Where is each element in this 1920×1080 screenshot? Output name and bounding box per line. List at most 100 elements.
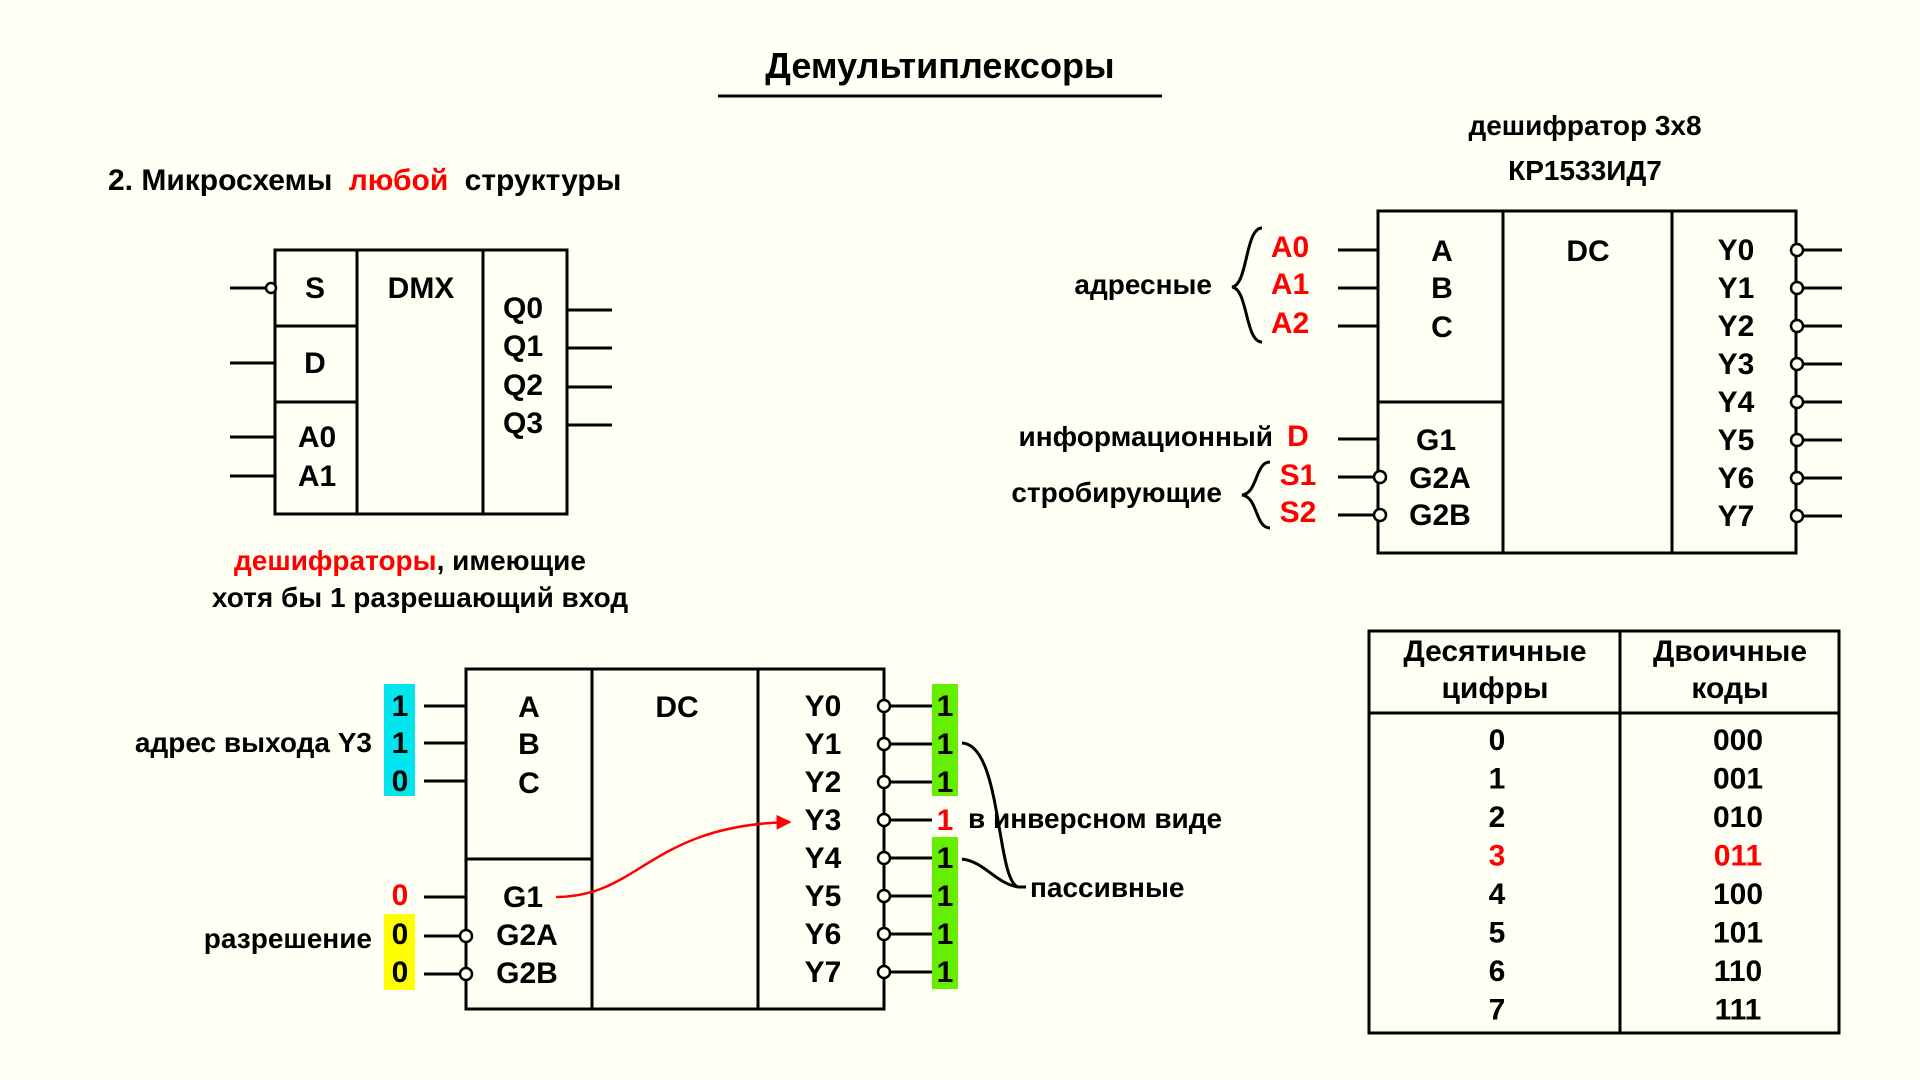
example-output-label: Y0 [805,690,842,723]
chip-output-bubble [1789,432,1805,448]
chip-pin-c: C [1431,311,1453,344]
table-cell-decimal: 6 [1489,955,1506,988]
note-line2: хотя бы 1 разрешающий вход [212,582,629,613]
passive-outputs-highlight-bottom [932,837,958,989]
dmx-pin-d: D [304,347,326,380]
example-output-bubble [876,774,892,790]
example-output-label: Y3 [805,804,842,837]
example-output-bubble [876,926,892,942]
chip-output-label: Y1 [1718,272,1755,305]
addr-value-c: 0 [392,765,409,798]
table-cell-binary: 100 [1713,878,1763,911]
chip-caption-part: КР1533ИД7 [1508,155,1662,186]
chip-caption-type: дешифратор 3х8 [1468,110,1701,141]
enable-value-g1: 0 [392,879,409,912]
enable-value-g2b: 0 [392,956,409,989]
example-pin-g1: G1 [503,881,543,914]
table-header-decimal-1: Десятичные [1403,635,1586,668]
chip-output-label: Y2 [1718,310,1755,343]
enable-value-g2a: 0 [392,918,409,951]
info-label: информационный [1019,421,1274,452]
enable-label: разрешение [204,923,372,954]
chip-output-label: Y4 [1718,386,1755,419]
table-cell-decimal: 1 [1489,763,1506,796]
table-cell-decimal: 4 [1489,878,1506,911]
chip-output-bubble [1789,470,1805,486]
section-highlight: любой [349,164,449,197]
table-cell-binary: 101 [1713,917,1763,950]
chip-addr-a1: A1 [1271,268,1309,301]
strobe-s2: S2 [1280,496,1317,529]
chip-label: DC [1566,235,1609,268]
example-label: DC [655,691,698,724]
dmx-out-q2: Q2 [503,369,543,402]
note-rest: , имеющие [437,545,586,576]
chip-pin-g2a: G2A [1409,462,1471,495]
chip-addr-a2: A2 [1271,307,1309,340]
info-signal: D [1287,420,1309,453]
chip-pin-g1: G1 [1416,424,1456,457]
dmx-pin-s: S [305,272,325,305]
note-highlight: дешифраторы [234,545,437,576]
chip-output-bubble [1789,280,1805,296]
example-output-bubble [876,698,892,714]
example-output-bubble [876,964,892,980]
chip-output-bubble [1789,356,1805,372]
example-output-value: 1 [937,690,954,723]
example-pin-c: C [518,767,540,800]
chip-output-bubble [1789,508,1805,524]
example-output-label: Y6 [805,918,842,951]
table-header-decimal-2: цифры [1441,672,1548,705]
chip-pin-g2b: G2B [1409,499,1471,532]
enable-values-highlight [384,914,415,990]
chip-output-label: Y7 [1718,500,1755,533]
note-line1: дешифраторы, имеющие [234,545,586,576]
example-pin-a: A [518,691,540,724]
table-cell-decimal: 7 [1489,994,1506,1027]
example-output-bubble [876,888,892,904]
chip-output-label: Y0 [1718,234,1755,267]
example-output-value: 1 [937,842,954,875]
example-output-label: Y1 [805,728,842,761]
example-output-label: Y7 [805,956,842,989]
example-output-label: Y5 [805,880,842,913]
table-cell-decimal: 0 [1489,724,1506,757]
example-output-label: Y4 [805,842,842,875]
example-pin-b: B [518,728,540,761]
page-title: Демультиплексоры [765,45,1114,86]
strobe-s1: S1 [1280,459,1317,492]
example-output-value: 1 [937,918,954,951]
dmx-label: DMX [388,272,455,305]
example-output-value: 1 [937,766,954,799]
table-cell-decimal: 2 [1489,801,1506,834]
table-cell-binary: 010 [1713,801,1763,834]
example-output-value: 1 [937,880,954,913]
addr-value-b: 1 [392,727,409,760]
passive-outputs-highlight-top [932,684,958,796]
passive-note: пассивные [1030,872,1184,903]
chip-output-bubble [1789,318,1805,334]
chip-pin-b: B [1431,272,1453,305]
chip-addr-a0: A0 [1271,231,1309,264]
table-header-binary-1: Двоичные [1653,635,1807,668]
chip-output-label: Y5 [1718,424,1755,457]
table-cell-binary: 011 [1714,840,1762,873]
enable-to-output-arrow [555,814,792,899]
example-output-value: 1 [937,956,954,989]
addr-brace [1231,226,1263,344]
example-pin-g2a: G2A [496,919,558,952]
dmx-block: S D A0 A1 DMX Q0 Q1 Q2 Q3 [230,248,612,516]
addr-label: адрес выхода Y3 [135,727,372,758]
example-pin-g2b: G2B [496,957,558,990]
chip-output-label: Y3 [1718,348,1755,381]
chip-output-bubble [1789,242,1805,258]
table-cell-binary: 001 [1713,763,1763,796]
chip-pin-a: A [1431,235,1453,268]
table-cell-decimal: 5 [1489,917,1506,950]
table-cell-binary: 110 [1714,955,1762,988]
table-header-binary-2: коды [1691,672,1768,705]
dmx-out-q0: Q0 [503,292,543,325]
